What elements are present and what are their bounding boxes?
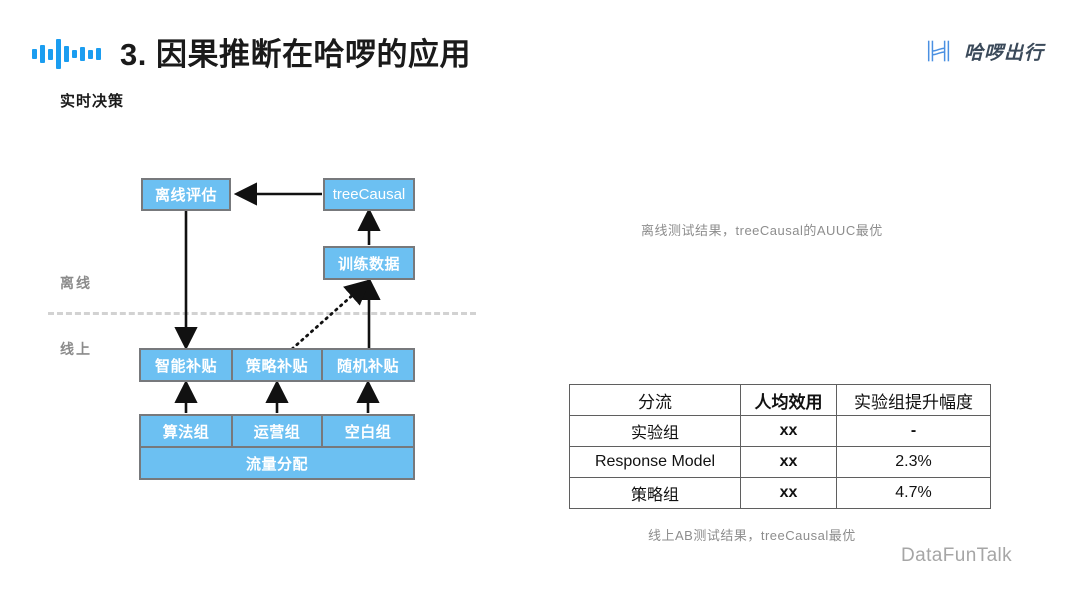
diagram-arrows — [174, 182, 381, 413]
node-tree-causal[interactable]: treeCausal — [323, 178, 415, 211]
cell-group-name: Response Model — [569, 446, 741, 478]
table-header-utility: 人均效用 — [740, 384, 837, 416]
hello-h-logo-icon — [927, 40, 950, 62]
node-train-data[interactable]: 训练数据 — [323, 246, 415, 280]
caption-online-result: 线上AB测试结果，treeCausal最优 — [648, 528, 856, 543]
ab-result-table: 分流 人均效用 实验组提升幅度 实验组 xx - Response Model … — [569, 384, 991, 509]
table-row: 实验组 xx - — [569, 415, 991, 447]
lane-label-offline: 离线 — [60, 275, 92, 291]
node-algo-group[interactable]: 算法组 — [139, 414, 233, 448]
page-title: 3. 因果推断在哈啰的应用 — [120, 37, 471, 72]
node-random-subsidy[interactable]: 随机补贴 — [321, 348, 415, 382]
node-offline-eval[interactable]: 离线评估 — [141, 178, 231, 211]
cell-lift: - — [836, 415, 991, 447]
node-blank-group[interactable]: 空白组 — [321, 414, 415, 448]
table-header-lift: 实验组提升幅度 — [836, 384, 991, 416]
table-header-split: 分流 — [569, 384, 741, 416]
brand-name: 哈啰出行 — [963, 42, 1044, 64]
brand-logo: 哈啰出行 — [924, 36, 1044, 66]
node-policy-subsidy[interactable]: 策略补贴 — [231, 348, 323, 382]
waveform-icon — [32, 36, 118, 72]
cell-group-name: 实验组 — [569, 415, 741, 447]
table-header-row: 分流 人均效用 实验组提升幅度 — [569, 384, 991, 416]
cell-utility: xx — [740, 477, 837, 509]
cell-group-name: 策略组 — [569, 477, 741, 509]
cell-lift: 4.7% — [836, 477, 991, 509]
node-ops-group[interactable]: 运营组 — [231, 414, 323, 448]
caption-offline-result: 离线测试结果，treeCausal的AUUC最优 — [641, 223, 883, 238]
watermark: DataFunTalk — [901, 545, 1013, 566]
table-row: 策略组 xx 4.7% — [569, 477, 991, 509]
node-smart-subsidy[interactable]: 智能补贴 — [139, 348, 233, 382]
lane-label-online: 线上 — [60, 341, 92, 357]
cell-utility: xx — [740, 446, 837, 478]
architecture-diagram: 离线 线上 — [0, 0, 520, 608]
node-traffic-allocation[interactable]: 流量分配 — [139, 446, 415, 480]
table-row: Response Model xx 2.3% — [569, 446, 991, 478]
lane-divider — [48, 312, 476, 315]
cell-utility: xx — [740, 415, 837, 447]
cell-lift: 2.3% — [836, 446, 991, 478]
page-subtitle: 实时决策 — [60, 93, 125, 110]
